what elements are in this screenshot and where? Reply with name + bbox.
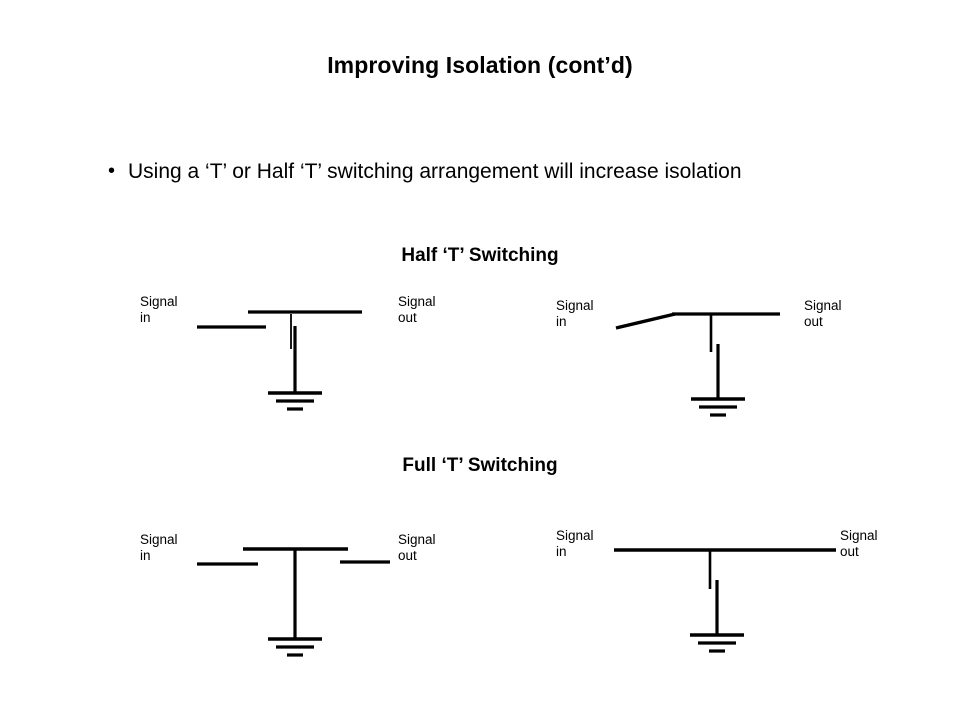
signal-out-label: Signal out	[804, 298, 842, 329]
bullet-text: Using a ‘T’ or Half ‘T’ switching arrang…	[128, 160, 742, 183]
signal-in-label: Signal in	[556, 528, 594, 559]
bullet-marker-icon: •	[108, 160, 116, 182]
signal-out-label: Signal out	[398, 294, 436, 325]
signal-in-label: Signal in	[140, 532, 178, 563]
bullet-list: • Using a ‘T’ or Half ‘T’ switching arra…	[108, 158, 898, 186]
section-heading-full-t: Full ‘T’ Switching	[402, 455, 558, 476]
circuit-schematic	[615, 312, 780, 417]
section-heading-half-t: Half ‘T’ Switching	[401, 245, 559, 266]
signal-out-label: Signal out	[398, 532, 436, 563]
signal-out-label: Signal out	[840, 528, 878, 559]
circuit-diagram-full-t-through: Signal in Signal out	[556, 520, 886, 665]
signal-in-label: Signal in	[140, 294, 178, 325]
page-title: Improving Isolation (cont’d)	[327, 52, 633, 78]
circuit-schematic	[197, 547, 390, 657]
circuit-schematic	[614, 548, 836, 653]
signal-in-label: Signal in	[556, 298, 594, 329]
circuit-schematic	[197, 310, 362, 411]
circuit-diagram-half-t-isolated: Signal in Signal out	[140, 286, 450, 421]
circuit-diagram-full-t-isolated: Signal in Signal out	[140, 526, 460, 666]
series-switch-blade-closed	[615, 312, 676, 330]
list-item: • Using a ‘T’ or Half ‘T’ switching arra…	[108, 158, 898, 186]
circuit-diagram-half-t-through: Signal in Signal out	[556, 290, 876, 425]
